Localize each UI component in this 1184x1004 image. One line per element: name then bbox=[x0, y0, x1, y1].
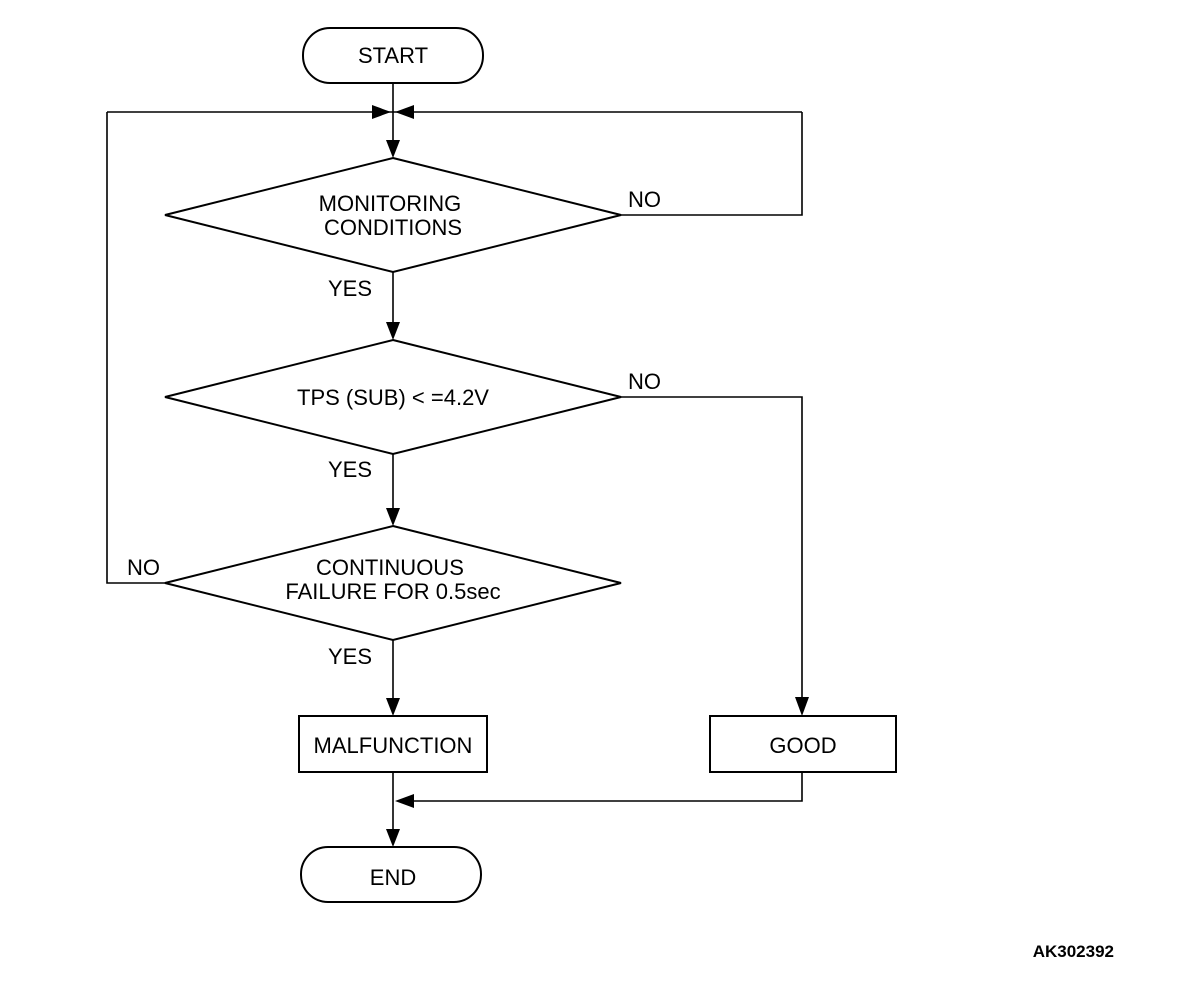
arrowhead-continuous-top bbox=[386, 508, 400, 526]
continuous-failure-label: CONTINUOUS FAILURE FOR 0.5sec bbox=[285, 555, 500, 604]
monitoring-no-label: NO bbox=[628, 187, 661, 212]
monitoring-conditions-label: MONITORING CONDITIONS bbox=[319, 191, 468, 240]
connector-good-to-end bbox=[414, 772, 803, 802]
arrowhead-monitoring-top bbox=[386, 140, 400, 158]
end-terminal bbox=[300, 846, 482, 903]
good-box bbox=[709, 715, 897, 773]
malfunction-box bbox=[298, 715, 488, 773]
tps-yes-label: YES bbox=[328, 457, 372, 482]
end-label: END bbox=[370, 865, 416, 890]
malfunction-label: MALFUNCTION bbox=[314, 733, 473, 758]
arrowhead-good-top bbox=[795, 697, 809, 716]
arrowhead-tps-top bbox=[386, 322, 400, 340]
good-label: GOOD bbox=[769, 733, 836, 758]
figure-code: AK302392 bbox=[1033, 942, 1114, 961]
tps-no-label: NO bbox=[628, 369, 661, 394]
tps-label: TPS (SUB) < =4.2V bbox=[297, 385, 489, 410]
arrowhead-loop-right bbox=[395, 105, 414, 119]
arrowhead-merge-good bbox=[395, 794, 414, 808]
arrowhead-malfunction-top bbox=[386, 698, 400, 716]
connector-monitoring-no-loop bbox=[621, 112, 803, 216]
monitoring-yes-label: YES bbox=[328, 276, 372, 301]
start-label: START bbox=[358, 43, 428, 68]
connector-continuous-no-loop bbox=[106, 112, 165, 584]
continuous-no-label: NO bbox=[127, 555, 160, 580]
connector-tps-no-to-good bbox=[621, 396, 803, 697]
continuous-yes-label: YES bbox=[328, 644, 372, 669]
arrowhead-loop-left bbox=[372, 105, 391, 119]
arrowhead-end-top bbox=[386, 829, 400, 847]
